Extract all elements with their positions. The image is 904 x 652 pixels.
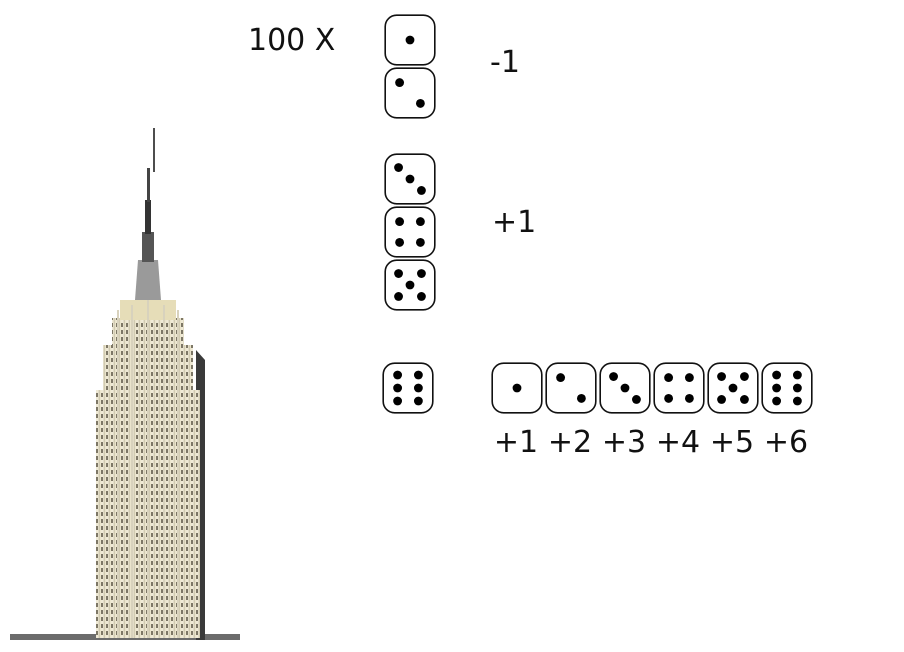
reroll-label: +6 — [763, 425, 809, 460]
rule-result-label-2: +1 — [492, 205, 537, 240]
die-face-3 — [384, 153, 436, 205]
die-pip — [792, 370, 802, 380]
die-pip — [415, 237, 425, 247]
reroll-die-face-5 — [707, 362, 759, 414]
die-pip — [405, 280, 415, 290]
reroll-die-face-1 — [491, 362, 543, 414]
die-pip — [394, 163, 403, 172]
empire-state-building-image — [10, 128, 240, 640]
die-face-5 — [384, 259, 436, 311]
die-pip — [415, 98, 425, 108]
die-pip — [413, 370, 423, 380]
rule-result-label-1: -1 — [490, 45, 520, 80]
die-pip — [576, 393, 586, 403]
die-pip — [684, 393, 694, 403]
reroll-label: +2 — [547, 425, 593, 460]
reroll-label: +3 — [601, 425, 647, 460]
reroll-label: +1 — [493, 425, 539, 460]
die-face-4 — [384, 206, 436, 258]
reroll-die-face-3 — [599, 362, 651, 414]
die-pip — [772, 396, 782, 406]
die-face-1 — [384, 14, 436, 66]
die-pip — [512, 383, 522, 393]
die-pip — [620, 383, 630, 393]
die-pip — [740, 395, 749, 404]
die-pip — [395, 217, 405, 227]
die-pip — [405, 174, 415, 184]
die-pip — [393, 396, 403, 406]
die-pip — [413, 396, 423, 406]
die-pip — [413, 383, 423, 393]
reroll-die-face-6 — [761, 362, 813, 414]
die-pip — [394, 269, 403, 278]
die-pip — [684, 373, 694, 383]
die-pip — [717, 395, 726, 404]
die-pip — [417, 186, 426, 195]
reroll-label: +5 — [709, 425, 755, 460]
die-pip — [664, 393, 674, 403]
reroll-die-face-4 — [653, 362, 705, 414]
die-pip — [556, 373, 566, 383]
die-pip — [772, 383, 782, 393]
die-pip — [395, 78, 405, 88]
die-pip — [405, 35, 415, 45]
die-pip — [772, 370, 782, 380]
die-pip — [632, 395, 641, 404]
multiplier-label: 100 X — [248, 23, 336, 58]
die-pip — [664, 373, 674, 383]
die-pip — [728, 383, 738, 393]
die-pip — [415, 217, 425, 227]
die-pip — [740, 372, 749, 381]
reroll-label: +4 — [655, 425, 701, 460]
die-face-2 — [384, 67, 436, 119]
die-pip — [393, 383, 403, 393]
die-pip — [393, 370, 403, 380]
die-face-6 — [382, 362, 434, 414]
reroll-die-face-2 — [545, 362, 597, 414]
die-pip — [417, 269, 426, 278]
die-pip — [792, 396, 802, 406]
die-pip — [394, 292, 403, 301]
die-pip — [609, 372, 618, 381]
die-pip — [395, 237, 405, 247]
die-pip — [717, 372, 726, 381]
die-pip — [417, 292, 426, 301]
die-pip — [792, 383, 802, 393]
